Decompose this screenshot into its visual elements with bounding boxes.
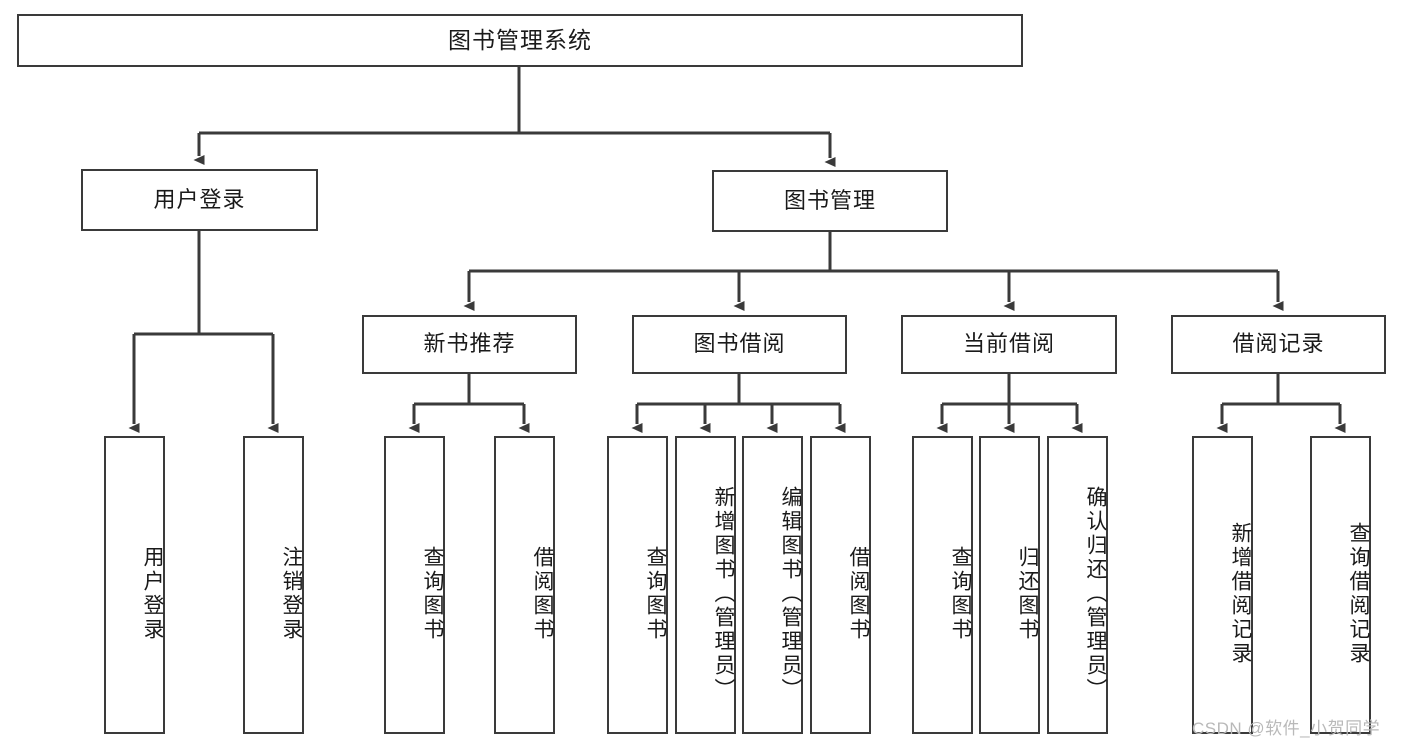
node-root-book-management-system[interactable]: 图书管理系统: [17, 14, 1023, 67]
node-new-book-recommend[interactable]: 新书推荐: [362, 315, 577, 374]
leaf-confirm-return-admin[interactable]: 确认归还（管理员）: [1047, 436, 1108, 734]
leaf-query-book-borrow[interactable]: 查询图书: [607, 436, 668, 734]
node-book-management[interactable]: 图书管理: [712, 170, 948, 232]
leaf-user-login[interactable]: 用户登录: [104, 436, 165, 734]
leaf-add-borrow-record[interactable]: 新增借阅记录: [1192, 436, 1253, 734]
leaf-return-book[interactable]: 归还图书: [979, 436, 1040, 734]
leaf-add-book-admin[interactable]: 新增图书（管理员）: [675, 436, 736, 734]
leaf-borrow-book-borrow[interactable]: 借阅图书: [810, 436, 871, 734]
leaf-edit-book-admin[interactable]: 编辑图书（管理员）: [742, 436, 803, 734]
csdn-watermark: CSDN @软件_小贺同学: [1192, 719, 1381, 738]
leaf-query-borrow-record[interactable]: 查询借阅记录: [1310, 436, 1371, 734]
node-book-borrow[interactable]: 图书借阅: [632, 315, 847, 374]
leaf-query-book-new-recommend[interactable]: 查询图书: [384, 436, 445, 734]
leaf-user-logout[interactable]: 注销登录: [243, 436, 304, 734]
leaf-query-book-current[interactable]: 查询图书: [912, 436, 973, 734]
node-user-login[interactable]: 用户登录: [81, 169, 318, 231]
leaf-borrow-book-new-recommend[interactable]: 借阅图书: [494, 436, 555, 734]
node-borrow-record[interactable]: 借阅记录: [1171, 315, 1386, 374]
node-current-borrow[interactable]: 当前借阅: [901, 315, 1117, 374]
